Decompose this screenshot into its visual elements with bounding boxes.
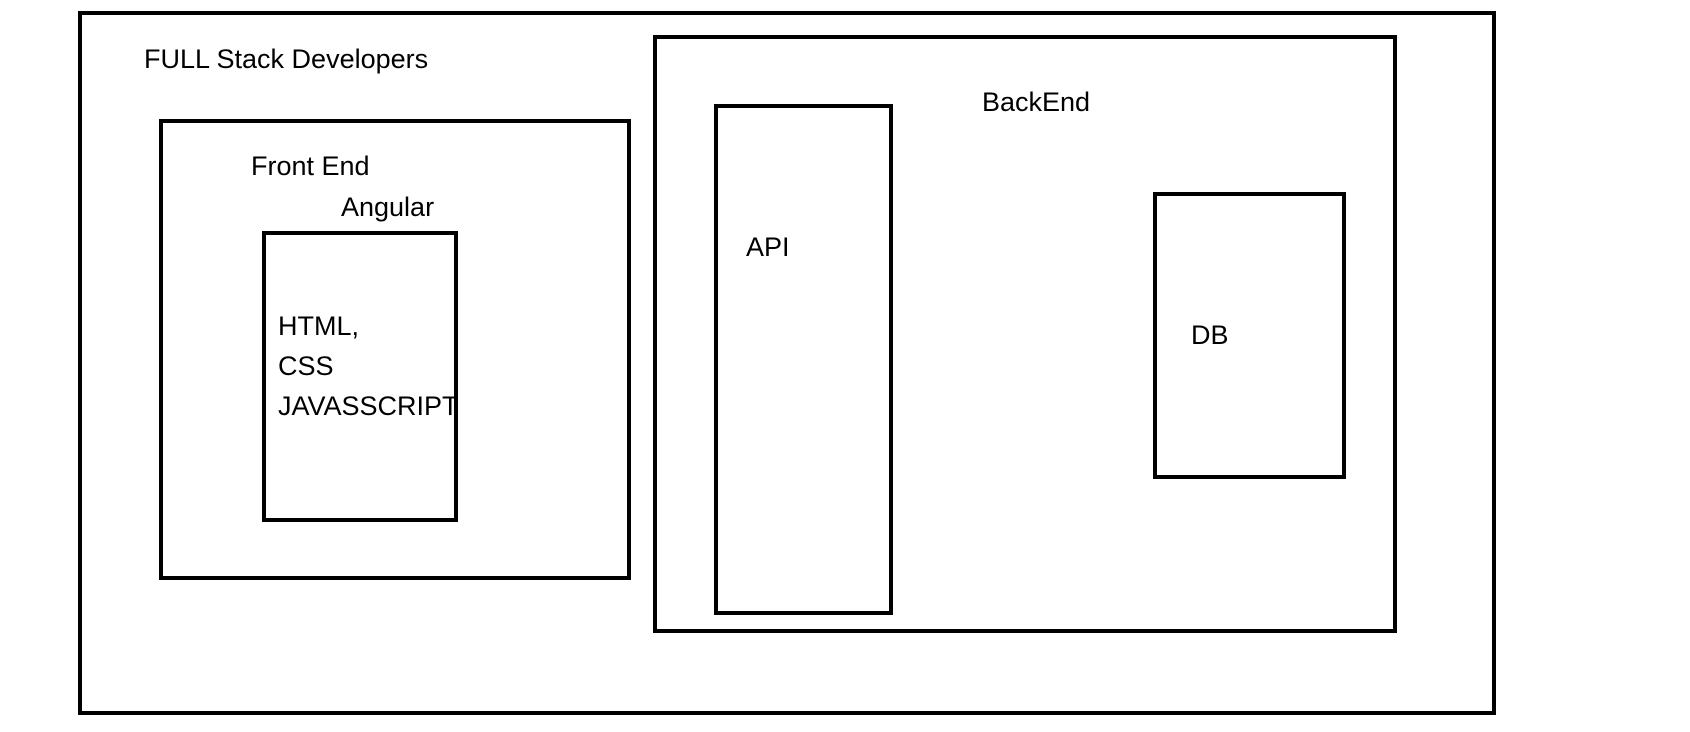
frontend-tech-box: [262, 231, 458, 522]
frontend-container: [159, 119, 631, 580]
api-label: API: [746, 232, 790, 262]
frontend-tech-list: HTML, CSS JAVASSCRIPT: [278, 306, 459, 426]
full-stack-container: [78, 11, 1496, 715]
angular-label: Angular: [341, 192, 435, 222]
backend-label: BackEnd: [982, 87, 1091, 117]
tech-javascript-label: JAVASSCRIPT: [278, 391, 459, 421]
api-box: [714, 104, 893, 615]
tech-html-label: HTML,: [278, 311, 359, 341]
tech-css-label: CSS: [278, 351, 334, 381]
diagram-title: FULL Stack Developers: [144, 44, 429, 74]
backend-container: [653, 35, 1397, 633]
db-label: DB: [1191, 320, 1229, 350]
db-box: [1153, 192, 1346, 479]
frontend-label: Front End: [251, 151, 370, 181]
